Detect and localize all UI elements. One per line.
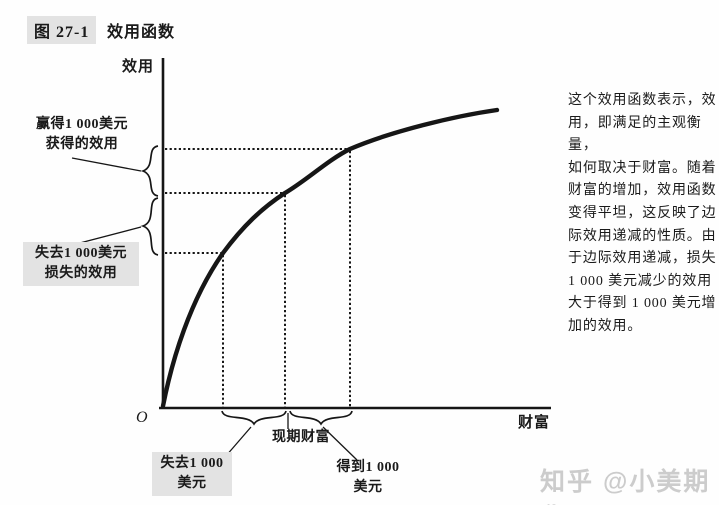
x-axis-label: 财富 <box>518 415 551 431</box>
label-current-wealth: 现期财富 <box>272 430 330 445</box>
brace-gain-1000 <box>289 410 353 426</box>
connector-loss-utility <box>75 226 142 245</box>
brace-lose-1000 <box>221 410 287 426</box>
brace-utility-loss <box>140 197 159 256</box>
watermark: 知乎 @小美期货 <box>540 468 711 505</box>
utility-curve <box>160 107 500 409</box>
connector-gain-1000 <box>322 426 358 461</box>
figure-title: 效用函数 <box>107 24 176 41</box>
label-gain-1000: 得到1 000 美元 <box>336 460 400 495</box>
connector-gain-utility <box>71 157 142 172</box>
origin-label: O <box>136 409 148 426</box>
label-gain-utility: 赢得1 000美元 获得的效用 <box>36 117 128 152</box>
brace-utility-gain <box>140 145 159 197</box>
figure-tag: 图 27-1 <box>27 16 97 44</box>
y-axis-label: 效用 <box>122 59 155 75</box>
explanation-text: 这个效用函数表示，效 用，即满足的主观衡量， 如何取决于财富。随着 财富的增加，… <box>568 93 717 334</box>
label-loss-utility: 失去1 000美元 损失的效用 <box>23 242 139 286</box>
label-lose-1000: 失去1 000 美元 <box>152 452 232 496</box>
